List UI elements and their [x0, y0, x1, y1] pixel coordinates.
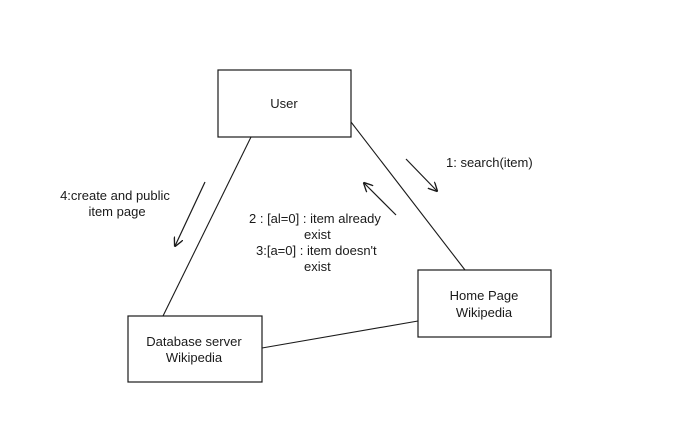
search-message-label: 1: search(item) — [446, 155, 533, 170]
database-server-label-line2: Wikipedia — [166, 350, 223, 365]
database-server-label-line1: Database server — [146, 334, 242, 349]
link-user-home — [350, 121, 466, 271]
user-label: User — [270, 96, 298, 111]
exists-message-label-line2: exist — [304, 227, 331, 242]
user-object — [217, 69, 352, 138]
link-home-db — [261, 320, 419, 349]
exists-message-label-line1: 2 : [al=0] : item already — [249, 211, 381, 226]
home-page-object — [417, 269, 552, 338]
exists-message-arrow — [364, 183, 397, 216]
home-page-label-line2: Wikipedia — [456, 305, 513, 320]
home-page-label-line1: Home Page — [450, 288, 519, 303]
notexists-message-label-line1: 3:[a=0] : item doesn't — [256, 243, 377, 258]
database-server-object — [127, 315, 263, 383]
notexists-message-label-line2: exist — [304, 259, 331, 274]
create-message-label-line1: 4:create and public — [60, 188, 170, 203]
link-user-db — [162, 136, 252, 317]
search-message-arrow — [405, 158, 437, 191]
create-message-arrow — [175, 181, 206, 246]
create-message-label-line2: item page — [88, 204, 145, 219]
